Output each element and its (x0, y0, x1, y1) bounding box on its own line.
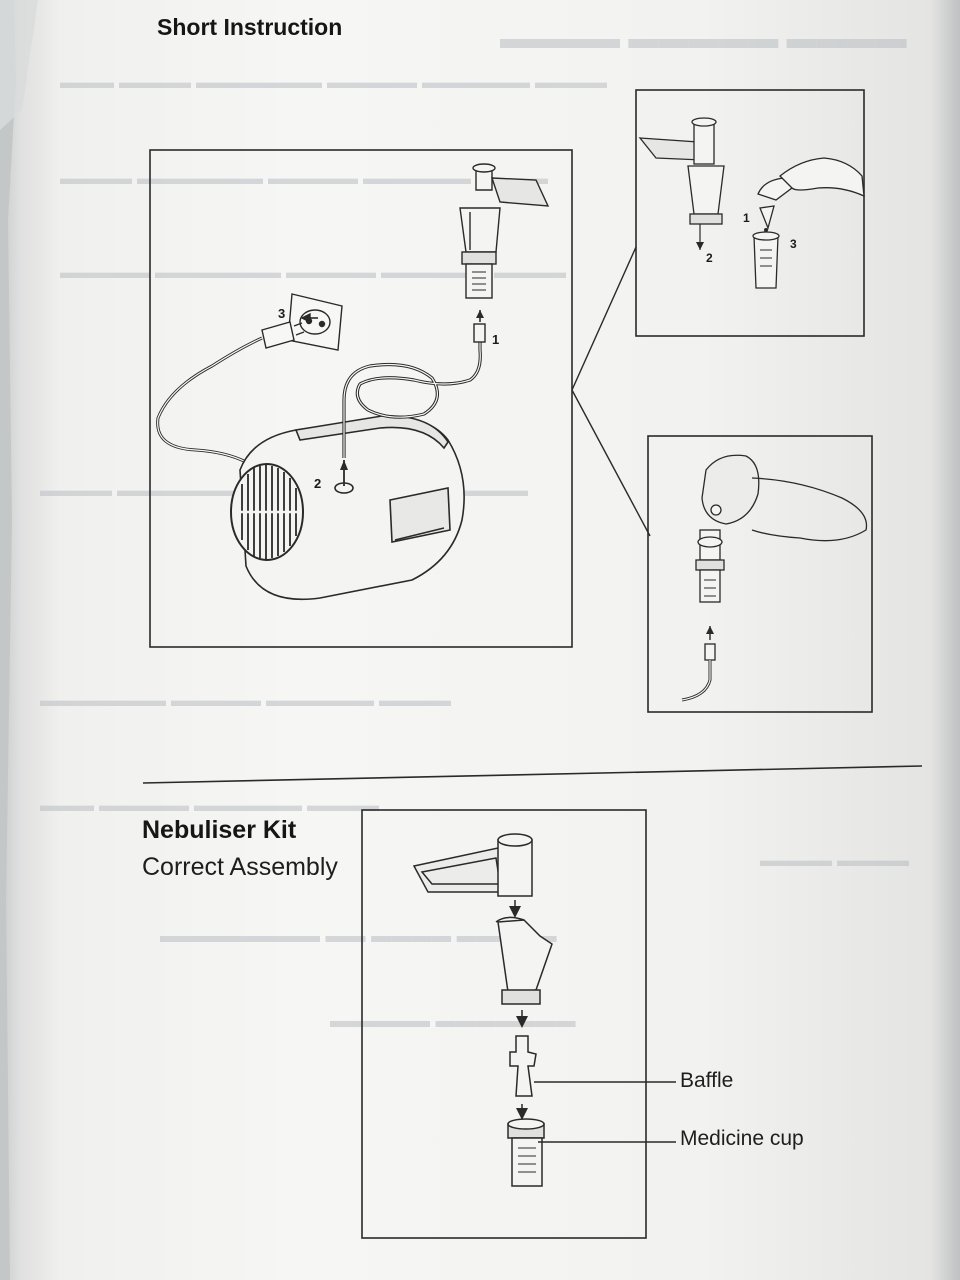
callout-1-inset: 1 (743, 211, 750, 225)
nebuliser-kit-exploded (412, 833, 676, 1187)
callout-2-inset: 2 (706, 251, 713, 265)
nebuliser-kit-title: Nebuliser Kit (142, 816, 297, 844)
inset-mask-assembly (681, 454, 868, 702)
power-cord (156, 312, 318, 464)
wall-socket (287, 293, 343, 351)
air-tube (342, 310, 486, 458)
medicine-cup-label: Medicine cup (680, 1127, 804, 1150)
callout-3-inset: 3 (790, 237, 797, 251)
compressor-body (230, 415, 465, 601)
inset-filling-medicine (638, 117, 865, 289)
baffle-label: Baffle (680, 1069, 734, 1092)
callout-3-main: 3 (278, 306, 285, 321)
callout-1-main: 1 (492, 332, 499, 347)
short-instruction-title: Short Instruction (157, 14, 343, 40)
callout-2-main: 2 (314, 476, 321, 491)
nebuliser-kit-subtitle: Correct Assembly (142, 853, 338, 881)
nebuliser-assembled (459, 163, 550, 299)
